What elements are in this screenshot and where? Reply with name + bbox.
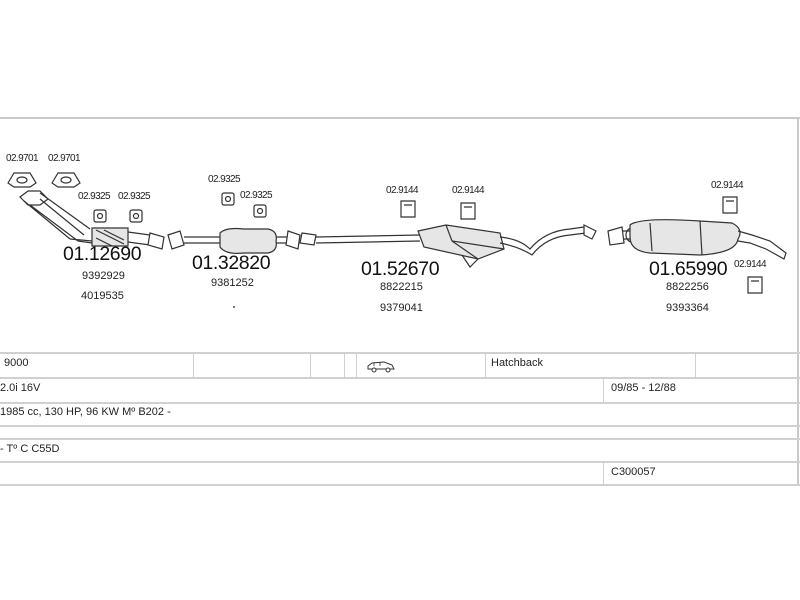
mount-part-number: 02.9325	[78, 191, 111, 202]
hanger-icon	[460, 202, 476, 220]
rear-silencer-part	[607, 219, 787, 260]
middle-section-oem: 9379041	[380, 302, 423, 314]
front-pipe-oem: 4019535	[81, 290, 124, 302]
rear-section-number: 01.65990	[649, 258, 728, 280]
hanger-icon	[400, 200, 416, 218]
production-years: 09/85 - 12/88	[611, 382, 676, 394]
middle-silencer-part	[299, 224, 597, 268]
type-code: - Tº C C55D	[0, 443, 60, 455]
exhaust-diagram	[7, 172, 787, 294]
vehicle-model: 9000	[4, 357, 29, 369]
front-pipe-part	[19, 190, 165, 250]
engine-spec: 1985 cc, 130 HP, 96 KW Mº B202 -	[0, 406, 171, 418]
hanger-part-number: 02.9144	[734, 259, 767, 270]
engine-name: 2.0i 16V	[0, 382, 41, 394]
body-type: Hatchback	[491, 357, 543, 369]
rear-section-oem: 8822256	[666, 281, 709, 293]
rear-section-oem: 9393364	[666, 302, 709, 314]
gasket-icon	[51, 172, 81, 188]
rubber-mount-icon	[129, 209, 143, 223]
hanger-icon	[722, 196, 738, 214]
middle-section-number: 01.52670	[361, 258, 440, 280]
diagram-right-border	[797, 117, 799, 485]
hanger-part-number: 02.9144	[386, 185, 419, 196]
hanger-part-number: 02.9144	[711, 180, 744, 191]
separator-dot	[233, 306, 235, 308]
rubber-mount-icon	[93, 209, 107, 223]
catalog-code: C300057	[611, 466, 656, 478]
front-pipe-number: 01.12690	[63, 243, 142, 265]
middle-section-oem: 8822215	[380, 281, 423, 293]
catalyst-part	[167, 227, 301, 254]
hanger-icon	[747, 276, 763, 294]
mount-part-number: 02.9325	[240, 190, 273, 201]
mount-part-number: 02.9325	[208, 174, 241, 185]
gasket-part-number: 02.9701	[6, 153, 39, 164]
vehicle-info-table: 9000 Hatchback 2.0i 16V 09/85 - 12/88 19…	[0, 352, 800, 486]
diagram-top-border	[0, 117, 800, 119]
hanger-part-number: 02.9144	[452, 185, 485, 196]
catalyst-oem: 9381252	[211, 277, 254, 289]
catalyst-number: 01.32820	[192, 252, 271, 274]
car-hatchback-icon	[367, 361, 395, 373]
rubber-mount-icon	[253, 204, 267, 218]
front-pipe-oem: 9392929	[82, 270, 125, 282]
gasket-icon	[7, 172, 37, 188]
mount-part-number: 02.9325	[118, 191, 151, 202]
rubber-mount-icon	[221, 192, 235, 206]
gasket-part-number: 02.9701	[48, 153, 81, 164]
